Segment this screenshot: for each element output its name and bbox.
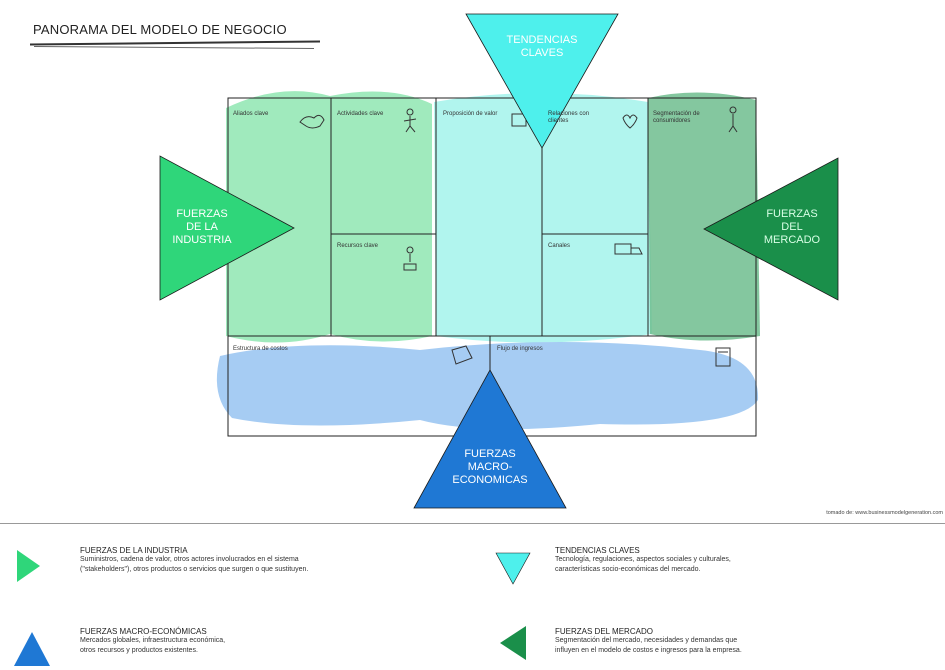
truck-icon <box>614 243 643 255</box>
macro-forces-triangle <box>413 369 567 509</box>
key-partners-label: Aliados clave <box>233 111 269 117</box>
page-title: PANORAMA DEL MODELO DE NEGOCIO <box>33 22 287 37</box>
industry-forces-label: FUERZAS DE LA INDUSTRIA <box>172 208 232 246</box>
legend-divider <box>0 523 945 524</box>
channels-label: Canales <box>548 243 571 249</box>
legend-item-market: FUERZAS DEL MERCADO Segmentación del mer… <box>555 627 742 654</box>
heart-icon <box>622 114 638 129</box>
trends-wash <box>434 93 652 343</box>
legend-market-icon <box>500 626 526 660</box>
revenue-streams-label: Flujo de ingresos <box>497 346 543 352</box>
industry-forces-triangle <box>159 155 295 301</box>
legend-item-trends: TENDENCIAS CLAVES Tecnología, regulacion… <box>555 546 731 573</box>
customer-relationships-label: Relaciones con clientes <box>548 111 590 124</box>
handshake-icon <box>299 114 325 129</box>
worker-icon <box>403 108 417 133</box>
value-proposition-label: Proposición de valor <box>443 111 498 117</box>
key-activities-label: Actividades clave <box>337 111 384 117</box>
market-wash <box>648 92 760 341</box>
legend-industry-icon <box>17 550 40 582</box>
customer-segments-label: Segmentación de consumidores <box>653 111 700 124</box>
legend-macro-icon <box>14 632 50 666</box>
register-icon <box>451 345 473 365</box>
macro-forces-label: FUERZAS MACRO- ECONOMICAS <box>452 448 528 486</box>
market-forces-triangle <box>703 157 839 301</box>
key-trends-triangle <box>465 13 619 149</box>
market-forces-label: FUERZAS DEL MERCADO <box>763 208 821 246</box>
source-credit: tomado de: www.businessmodelgeneration.c… <box>826 510 943 516</box>
legend-item-industry: FUERZAS DE LA INDUSTRIA Suministros, cad… <box>80 546 309 573</box>
legend-item-macro: FUERZAS MACRO-ECONÓMICAS Mercados global… <box>80 627 226 654</box>
legend-trends-icon <box>495 552 531 585</box>
cost-structure-label: Estructura de costos <box>233 346 288 352</box>
industry-wash <box>226 91 432 343</box>
resources-icon <box>403 246 417 271</box>
person-icon <box>728 106 738 133</box>
key-trends-label: TENDENCIAS CLAVES <box>506 34 578 59</box>
cash-register-icon <box>715 347 731 367</box>
key-resources-label: Recursos clave <box>337 243 379 249</box>
